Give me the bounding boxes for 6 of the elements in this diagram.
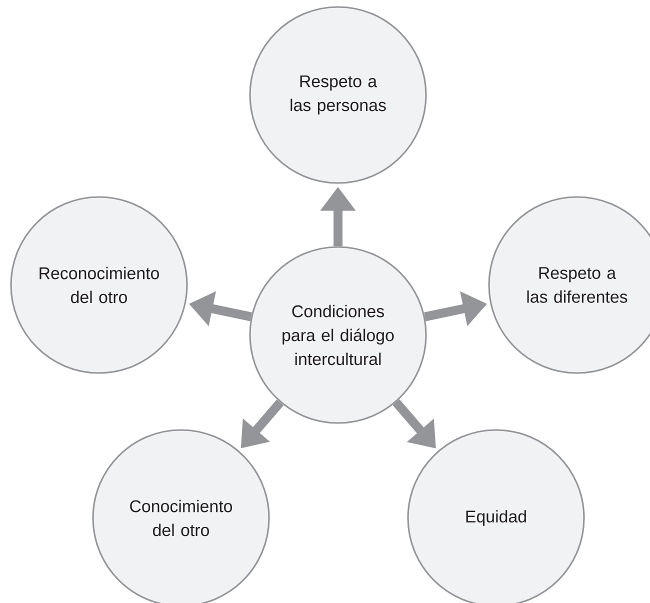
circle-node: Conocimiento del otro — [92, 429, 270, 603]
circle-node: Condiciones para el diálogo intercultural — [249, 246, 427, 424]
circle-node: Respeto a las diferentes — [488, 196, 650, 374]
circle-node: Respeto a las personas — [249, 6, 427, 184]
circle-node: Equidad — [407, 429, 585, 603]
circle-node: Reconocimiento del otro — [10, 196, 188, 374]
